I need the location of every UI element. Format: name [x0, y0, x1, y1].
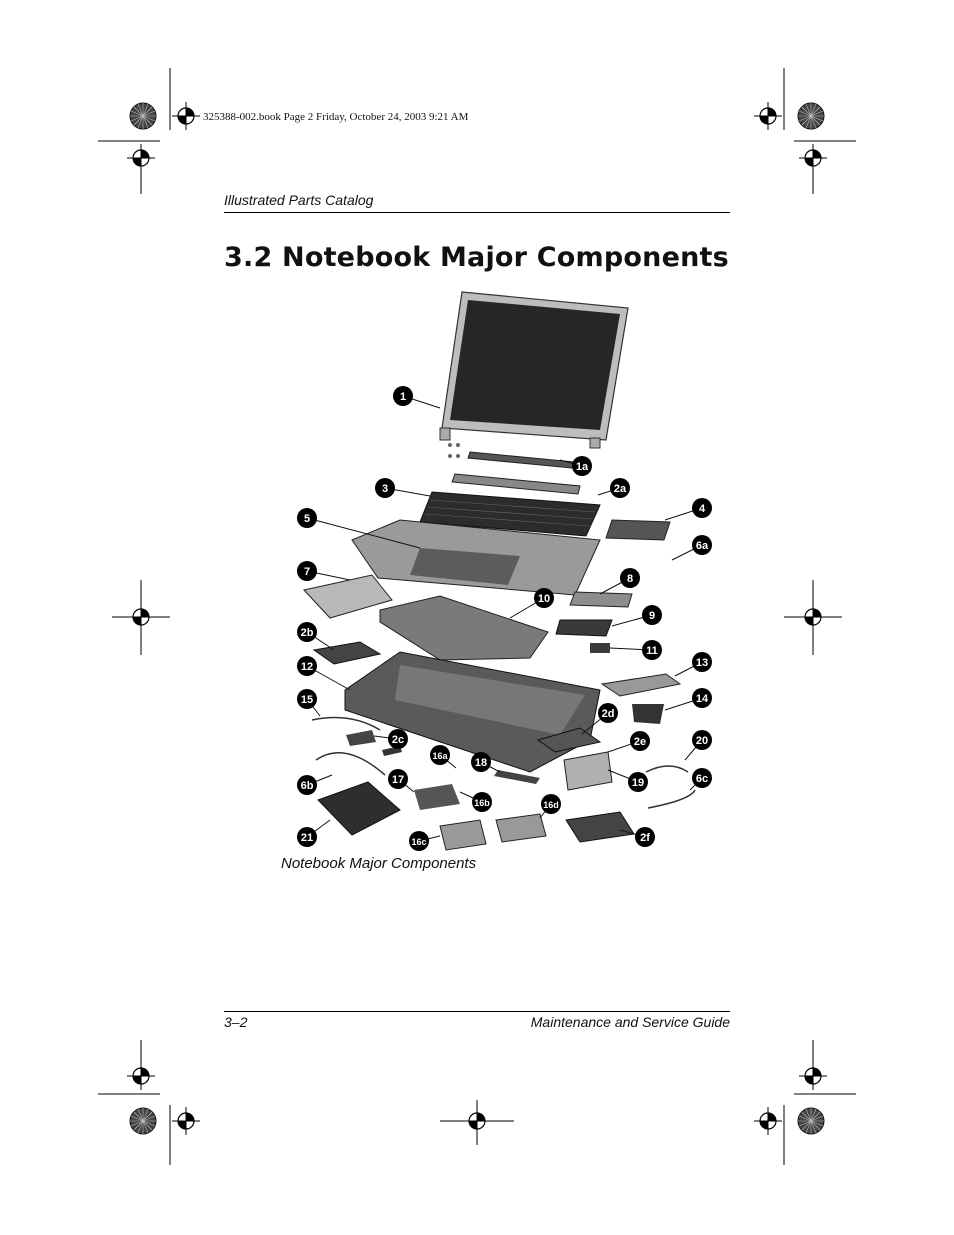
- callout-label: 16b: [474, 798, 490, 808]
- callout-bubble: [297, 561, 317, 581]
- callout-label: 2f: [640, 832, 650, 844]
- callout-bubble: [388, 729, 408, 749]
- callout-bubble: [409, 831, 429, 851]
- system-board: [379, 595, 549, 661]
- callout-bubble: [471, 752, 491, 772]
- callout-label: 16c: [411, 837, 426, 847]
- callout-label: 2b: [301, 627, 314, 639]
- callout-label: 2a: [614, 483, 627, 495]
- callout-bubble: [692, 535, 712, 555]
- callout-label: 13: [696, 657, 708, 669]
- callout-label: 17: [392, 774, 404, 786]
- callout-bubble: [692, 498, 712, 518]
- callout-bubble: [297, 656, 317, 676]
- optical-drive: [303, 574, 393, 619]
- section-title: 3.2 Notebook Major Components: [224, 242, 729, 273]
- keyboard: [419, 491, 601, 537]
- callout-bubble: [393, 386, 413, 406]
- callout-bubble: [642, 640, 662, 660]
- callout-bubble: [472, 792, 492, 812]
- callout-label: 16d: [543, 800, 559, 810]
- callout-bubble: [692, 730, 712, 750]
- callout-bubble: [610, 478, 630, 498]
- callout-label: 1a: [576, 461, 589, 473]
- callout-label: 3: [382, 483, 388, 495]
- battery: [317, 781, 401, 836]
- book-title: Maintenance and Service Guide: [530, 1014, 730, 1030]
- callout-label: 19: [632, 777, 644, 789]
- callout-bubble: [620, 568, 640, 588]
- header-rule: [224, 212, 730, 213]
- display-assembly: [439, 291, 629, 449]
- callout-bubble: [388, 769, 408, 789]
- callout-label: 6b: [301, 780, 314, 792]
- callout-label: 6a: [696, 540, 709, 552]
- figure-caption: Notebook Major Components: [281, 855, 477, 872]
- footer-rule: [224, 1011, 730, 1012]
- callout-bubble: [692, 652, 712, 672]
- callout-bubble: [297, 508, 317, 528]
- callout-label: 4: [699, 503, 706, 515]
- callout-label: 21: [301, 832, 313, 844]
- callout-label: 14: [696, 693, 709, 705]
- callout-bubble: [630, 731, 650, 751]
- callout-label: 7: [304, 566, 310, 578]
- callout-bubble: [297, 622, 317, 642]
- callout-label: 6c: [696, 773, 708, 785]
- callout-label: 1: [400, 391, 406, 403]
- callout-bubble: [297, 689, 317, 709]
- callout-label: 2c: [392, 734, 404, 746]
- callout-label: 2d: [602, 708, 615, 720]
- callout-label: 8: [627, 573, 633, 585]
- callout-bubble: [541, 794, 561, 814]
- callout-label: 15: [301, 694, 313, 706]
- callout-bubble: [628, 772, 648, 792]
- print-metadata: 325388-002.book Page 2 Friday, October 2…: [203, 111, 469, 123]
- running-header: Illustrated Parts Catalog: [224, 192, 374, 208]
- callout-label: 12: [301, 661, 313, 673]
- callout-label: 10: [538, 593, 550, 605]
- callout-label: 9: [649, 610, 655, 622]
- hinge-cover: [467, 451, 576, 469]
- callout-bubble: [692, 768, 712, 788]
- callout-bubble: [598, 703, 618, 723]
- callout-bubble: [572, 456, 592, 476]
- callout-label: 20: [696, 735, 708, 747]
- callout-label: 16a: [432, 751, 448, 761]
- page-number: 3–2: [224, 1014, 248, 1030]
- callout-bubble: [297, 775, 317, 795]
- callout-bubble: [534, 588, 554, 608]
- callout-label: 18: [475, 757, 487, 769]
- callout-bubble: [692, 688, 712, 708]
- callout-label: 5: [304, 513, 310, 525]
- callout-bubble: [430, 745, 450, 765]
- callout-label: 2e: [634, 736, 646, 748]
- callout-bubble: [375, 478, 395, 498]
- callout-leader-line: [306, 517, 421, 549]
- callout-bubble: [642, 605, 662, 625]
- callout-bubble: [635, 827, 655, 847]
- callout-bubble: [297, 827, 317, 847]
- callout-label: 11: [646, 645, 658, 657]
